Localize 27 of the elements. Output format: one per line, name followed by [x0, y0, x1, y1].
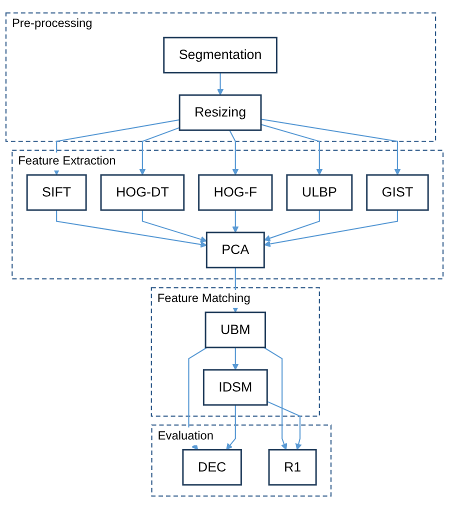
- node-box: PCA: [206, 232, 265, 268]
- node-box: Resizing: [178, 94, 262, 131]
- arrow: [226, 404, 236, 450]
- arrow: [266, 401, 302, 450]
- node-box: HOG-F: [198, 174, 273, 211]
- arrow: [56, 210, 207, 248]
- node-box: IDSM: [202, 369, 268, 406]
- node-box: DEC: [182, 449, 242, 486]
- node-box: GIST: [366, 174, 429, 211]
- arrow: [260, 118, 401, 176]
- arrow: [229, 130, 239, 176]
- arrow: [264, 210, 398, 248]
- node-box: R1: [268, 449, 317, 486]
- arrow: [232, 347, 239, 370]
- node-box: Segmentation: [163, 36, 278, 74]
- arrow: [217, 72, 224, 96]
- node-box: ULBP: [286, 174, 353, 211]
- arrow: [264, 346, 288, 450]
- node-box: UBM: [204, 312, 266, 348]
- arrow: [53, 119, 180, 176]
- node-box: HOG-DT: [100, 174, 185, 211]
- arrow: [264, 210, 320, 242]
- arrow: [142, 210, 207, 243]
- arrow: [232, 210, 239, 233]
- arrow: [260, 124, 323, 176]
- node-box: SIFT: [26, 174, 87, 211]
- arrow: [139, 127, 180, 176]
